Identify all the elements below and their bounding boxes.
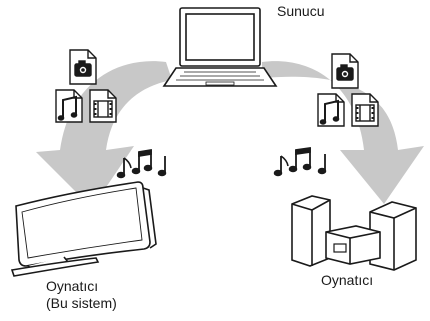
player-left-label-line2: (Bu sistem) bbox=[46, 295, 117, 311]
laptop-icon bbox=[162, 7, 278, 87]
mini-stereo-icon bbox=[291, 195, 417, 271]
player-left-label: Oynatıcı (Bu sistem) bbox=[46, 278, 117, 312]
photo-file-icon bbox=[331, 53, 359, 89]
music-notes-icon bbox=[273, 146, 327, 177]
music-notes-icon bbox=[116, 148, 167, 179]
music-file-icon bbox=[55, 89, 83, 123]
music-file-icon bbox=[317, 93, 345, 127]
video-file-icon bbox=[89, 89, 117, 123]
arrow-right-icon bbox=[262, 61, 424, 205]
player-left-label-line1: Oynatıcı bbox=[46, 278, 99, 294]
server-label: Sunucu bbox=[277, 3, 325, 19]
arrow-left-icon bbox=[36, 61, 172, 209]
player-right-label: Oynatıcı bbox=[321, 272, 374, 288]
soundbar-device-icon bbox=[10, 181, 157, 277]
photo-file-icon bbox=[69, 49, 97, 85]
video-file-icon bbox=[351, 93, 379, 127]
